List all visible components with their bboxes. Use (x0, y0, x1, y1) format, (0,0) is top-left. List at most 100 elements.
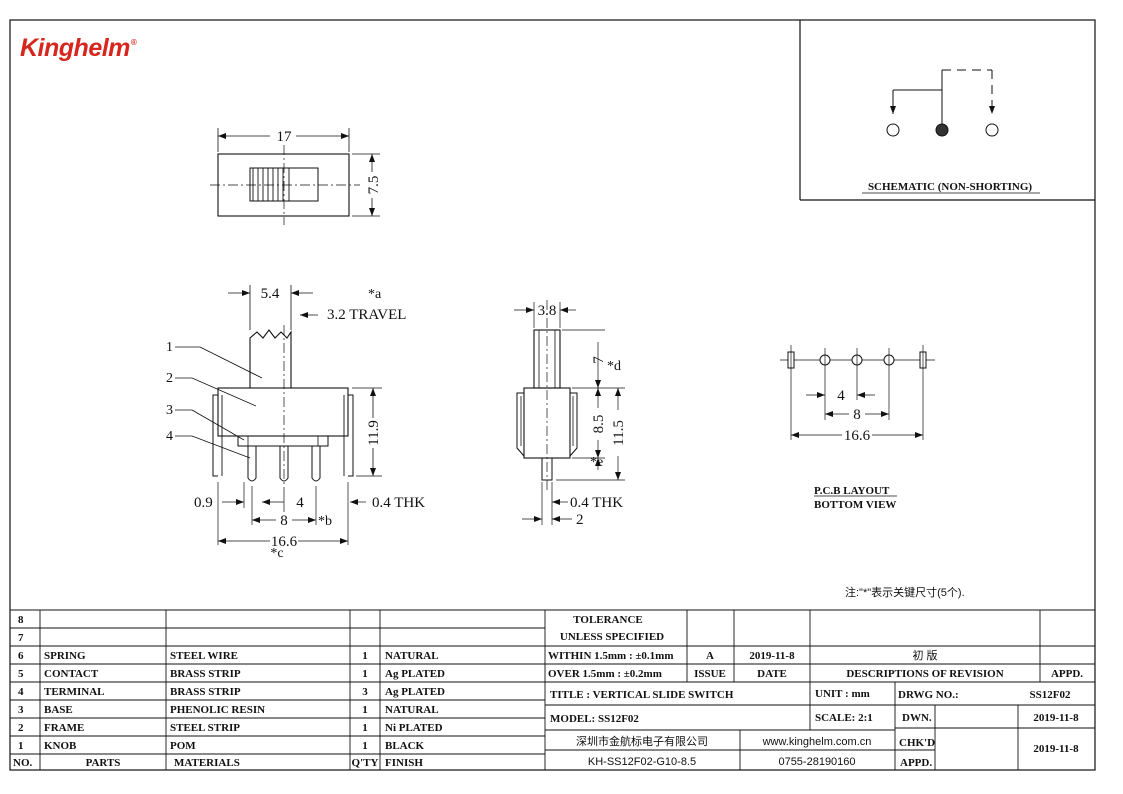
model-number: MODEL: SS12F02 (550, 713, 639, 725)
bom-row-3-finish: NATURAL (385, 704, 439, 716)
bom-row-5-finish: Ag PLATED (385, 668, 445, 680)
schematic-terminal-common (935, 123, 949, 137)
callout-3: 3 (166, 403, 173, 418)
bom-table-grid (10, 609, 1095, 770)
company-website: www.kinghelm.com.cn (762, 736, 872, 748)
bom-row-3-qty: 1 (362, 704, 368, 716)
checked-label: CHK'D (899, 737, 935, 749)
schematic-box: SCHEMATIC (NON-SHORTING) (799, 20, 1095, 201)
dim-front-span: 16.6 (271, 534, 298, 550)
drawing-number: SS12F02 (1030, 689, 1071, 701)
bom-row-6-qty: 1 (362, 650, 368, 662)
drawing-unit: UNIT : mm (815, 688, 870, 700)
tolerance-heading: TOLERANCE (573, 614, 642, 626)
dim-side-total-height: 11.5 (611, 420, 627, 446)
dim-travel: 3.2 TRAVEL (327, 307, 406, 323)
bom-table: 8 7 6 SPRING STEEL WIRE 1 NATURAL 5 CONT… (13, 614, 445, 769)
part-code: KH-SS12F02-G10-8.5 (588, 756, 696, 768)
dim-pcb-pitch-large: 8 (853, 407, 861, 423)
bom-row-1-no: 1 (18, 740, 24, 752)
dim-side-body-height: 8.5 (591, 415, 607, 434)
bom-row-1-part: KNOB (44, 740, 77, 752)
dim-top-width: 17 (277, 129, 293, 145)
title-block: TOLERANCE UNLESS SPECIFIED WITHIN 1.5mm … (548, 614, 1083, 769)
bom-row-5-part: CONTACT (44, 668, 99, 680)
dim-knob-width: 5.4 (261, 286, 280, 302)
bom-row-5-material: BRASS STRIP (170, 668, 241, 680)
bom-row-4-no: 4 (18, 686, 24, 698)
tolerance-over: OVER 1.5mm : ±0.2mm (548, 668, 662, 680)
drawing-number-label: DRWG NO.: (898, 689, 959, 701)
key-dim-e: *e (590, 455, 603, 470)
dim-front-height: 11.9 (366, 420, 382, 446)
dim-side-knob-height: 7 (591, 356, 607, 364)
bom-row-6-material: STEEL WIRE (170, 650, 238, 662)
key-dim-d: *d (607, 359, 621, 374)
logo-registered-mark: ® (130, 38, 137, 47)
pcb-layout-view: 4 8 16.6 P.C.B LAYOUT BOTTOM VIEW (780, 345, 935, 511)
drawn-date: 2019-11-8 (1033, 712, 1079, 724)
bom-header-finish: FINISH (385, 757, 423, 769)
bom-row-2-qty: 1 (362, 722, 368, 734)
key-dimension-note: 注:"*"表示关键尺寸(5个). (845, 585, 965, 599)
top-view: 17 7.5 (210, 128, 382, 225)
tolerance-subheading: UNLESS SPECIFIED (560, 631, 664, 643)
revision-header-description: DESCRIPTIONS OF REVISION (846, 668, 1003, 680)
bom-row-1-material: POM (170, 740, 196, 752)
front-view: 5.4 3.2 TRAVEL *a 11.9 1 2 3 4 (166, 285, 425, 561)
bom-header-parts: PARTS (86, 757, 121, 769)
bom-row-6-no: 6 (18, 650, 24, 662)
dim-side-pin-width: 2 (576, 512, 584, 528)
dim-edge: 0.9 (194, 495, 213, 511)
bom-row-6-finish: NATURAL (385, 650, 439, 662)
bom-row-4-qty: 3 (362, 686, 368, 698)
key-dim-a: *a (368, 287, 382, 302)
company-phone: 0755-28190160 (778, 756, 855, 768)
drawn-label: DWN. (902, 712, 932, 724)
callout-1: 1 (166, 340, 173, 355)
dim-side-width: 3.8 (538, 303, 557, 319)
side-view: 3.8 7 *d 8.5 *e 11.5 0.4 THK 2 (514, 300, 627, 528)
dim-front-pitch-large: 8 (280, 513, 288, 529)
drawing-title: TITLE : VERTICAL SLIDE SWITCH (550, 689, 734, 701)
bom-header-no: NO. (13, 757, 33, 769)
checked-date: 2019-11-8 (1033, 743, 1079, 755)
dim-side-thickness: 0.4 THK (570, 495, 623, 511)
logo-text: Kinghelm (20, 34, 130, 62)
dim-front-thickness: 0.4 THK (372, 495, 425, 511)
revision-header-issue: ISSUE (694, 668, 726, 680)
bom-row-2-material: STEEL STRIP (170, 722, 240, 734)
schematic-terminal-right (985, 123, 999, 137)
bom-row-6-part: SPRING (44, 650, 86, 662)
key-dim-b: *b (318, 514, 332, 529)
sheet-border (9, 19, 1096, 771)
pcb-caption-title: P.C.B LAYOUT (814, 485, 890, 497)
schematic-terminal-left (886, 123, 900, 137)
dim-pcb-span: 16.6 (844, 428, 871, 444)
bom-row-5-no: 5 (18, 668, 24, 680)
dim-top-height: 7.5 (366, 176, 382, 195)
revision-issue: A (706, 650, 714, 662)
bom-row-3-no: 3 (18, 704, 24, 716)
bom-header-qty: Q'TY (352, 757, 379, 769)
bom-row-1-finish: BLACK (385, 740, 425, 752)
bom-row-2-no: 2 (18, 722, 24, 734)
bom-row-3-part: BASE (44, 704, 73, 716)
tolerance-within: WITHIN 1.5mm : ±0.1mm (548, 650, 674, 662)
callout-4: 4 (166, 429, 173, 444)
key-dim-c: *c (270, 546, 283, 561)
pcb-caption-subtitle: BOTTOM VIEW (814, 499, 896, 511)
revision-header-appd: APPD. (1051, 668, 1083, 680)
bom-row-7-no: 7 (18, 632, 24, 644)
bom-row-4-part: TERMINAL (44, 686, 105, 698)
kinghelm-logo: Kinghelm® (20, 34, 137, 63)
bom-header-materials: MATERIALS (174, 757, 240, 769)
schematic-caption: SCHEMATIC (NON-SHORTING) (868, 181, 1032, 193)
bom-row-4-finish: Ag PLATED (385, 686, 445, 698)
revision-header-date: DATE (757, 668, 787, 680)
company-name: 深圳市金航标电子有限公司 (576, 734, 708, 748)
drawing-scale: SCALE: 2:1 (815, 712, 873, 724)
bom-row-5-qty: 1 (362, 668, 368, 680)
